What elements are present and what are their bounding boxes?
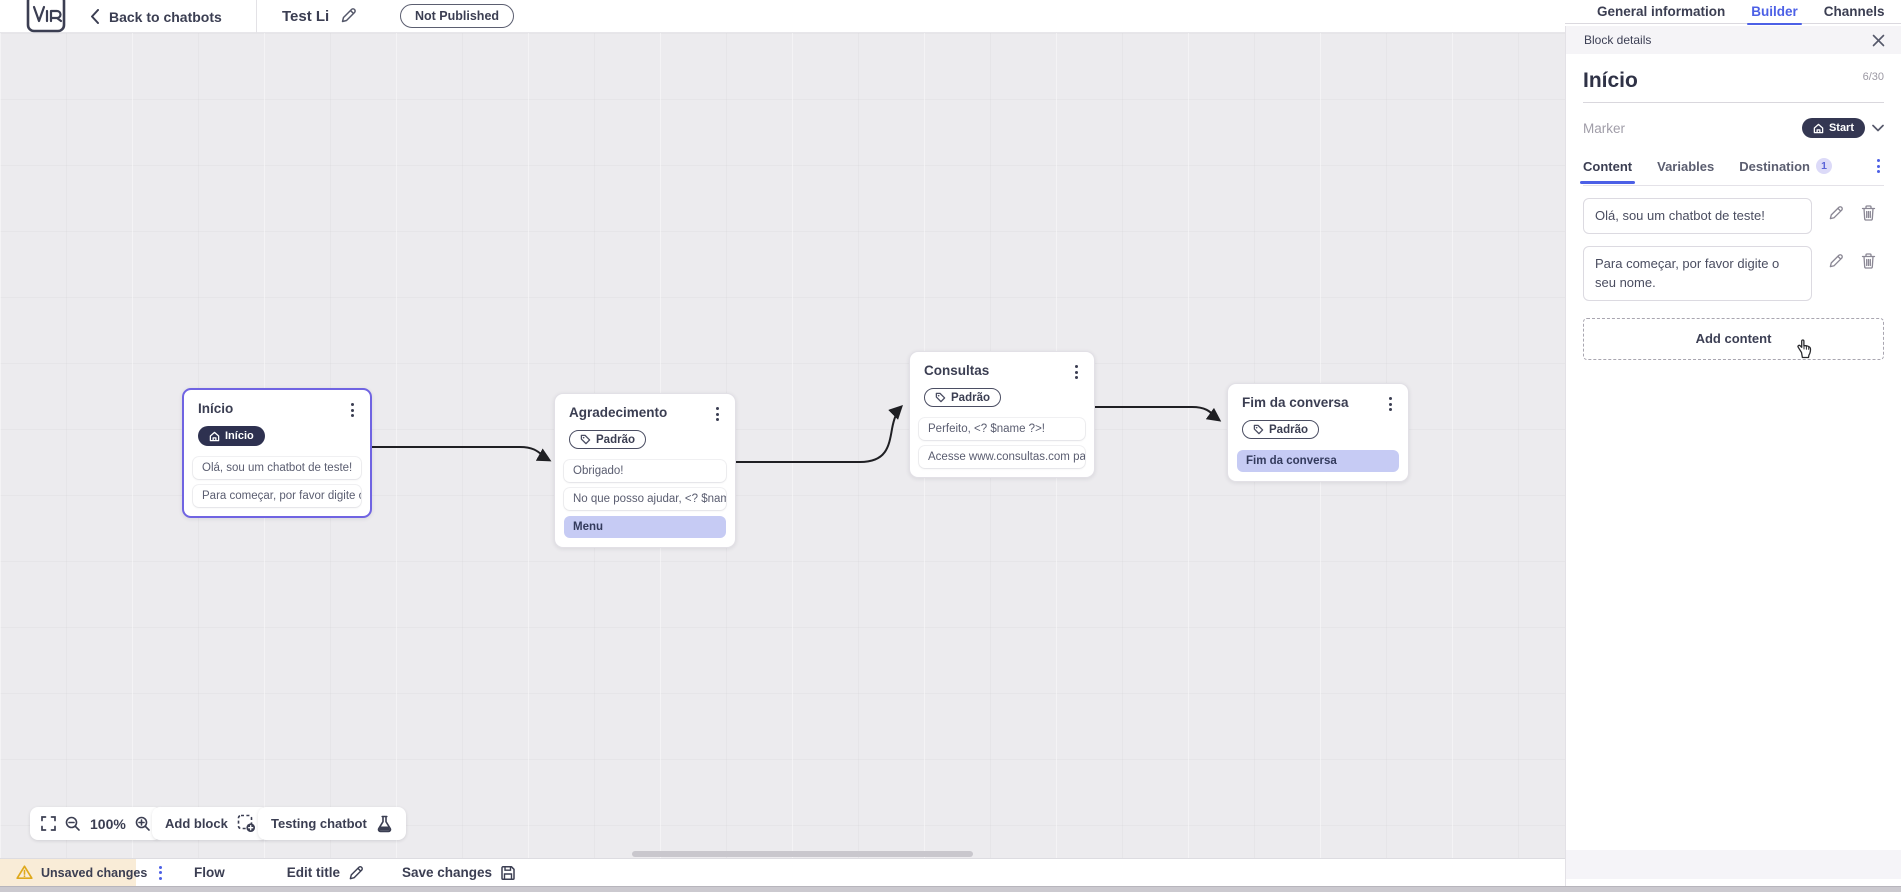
node-button[interactable]: Menu [564,516,726,538]
builder-section-tabs: General information Builder Channels [1565,0,1901,26]
flow-node-agradecimento[interactable]: Agradecimento Padrão Obrigado! No que po… [554,393,736,548]
flow-node-inicio[interactable]: Início Início Olá, sou um chatbot de tes… [182,388,372,518]
padrao-marker-badge: Padrão [1242,420,1319,439]
node-button[interactable]: Fim da conversa [1237,450,1399,472]
chevron-down-icon[interactable] [1872,124,1884,132]
tab-flow[interactable]: Flow [158,865,251,888]
publish-status-badge: Not Published [400,4,515,28]
tab-content[interactable]: Content [1579,158,1636,184]
add-block-button[interactable]: Add block [152,807,269,840]
back-chevron-icon [90,9,99,24]
tag-icon [1253,424,1264,435]
app-logo-icon[interactable] [25,0,67,33]
flask-icon [376,815,393,833]
block-details-panel: Block details Início 6/30 Marker Start C… [1565,26,1901,886]
tab-general-information[interactable]: General information [1597,4,1726,19]
unsaved-changes-indicator: Unsaved changes [0,859,147,886]
home-icon [209,431,220,441]
node-title: Fim da conversa [1242,395,1349,410]
marker-start-badge[interactable]: Start [1801,118,1865,138]
tag-icon [935,392,946,403]
panel-menu-icon[interactable] [1873,157,1884,175]
zoom-level: 100% [90,815,126,832]
tag-icon [580,434,591,445]
zoom-out-icon[interactable] [65,816,81,832]
destination-count-badge: 1 [1816,158,1833,174]
node-message[interactable]: Para começar, por favor digite o ... [193,484,361,507]
edit-content-icon[interactable] [1828,253,1844,269]
flow-node-fim-da-conversa[interactable]: Fim da conversa Padrão Fim da conversa [1227,383,1409,482]
tab-builder[interactable]: Builder [1747,4,1802,25]
padrao-marker-badge: Padrão [569,430,646,449]
edit-title-button[interactable]: Edit title [287,865,364,881]
flow-canvas[interactable]: Início Início Olá, sou um chatbot de tes… [0,33,1565,858]
fit-view-icon[interactable] [41,816,56,831]
connectors [372,405,1222,463]
padrao-marker-badge: Padrão [924,388,1001,407]
node-message[interactable]: Obrigado! [564,460,726,482]
char-counter: 6/30 [1862,71,1884,83]
block-name-input[interactable]: Início [1583,69,1638,92]
tab-destination[interactable]: Destination 1 [1739,158,1833,174]
content-text[interactable]: Para começar, por favor digite o seu nom… [1583,245,1812,301]
bottombar: Unsaved changes Flow Edit title Save cha… [0,858,1565,888]
content-item-row: Olá, sou um chatbot de teste! [1583,198,1884,234]
edit-content-icon[interactable] [1828,205,1844,221]
pencil-icon [348,865,364,881]
edit-title-icon[interactable] [340,7,357,24]
node-title: Início [198,401,234,416]
node-menu-icon[interactable] [347,401,358,419]
window-bottom-strip [0,886,1901,892]
chatbot-title[interactable]: Test Li [282,8,330,25]
zoom-controls: 100% [30,807,162,840]
node-menu-icon[interactable] [1071,363,1082,381]
node-message[interactable]: Acesse www.consultas.com par... [919,446,1085,468]
panel-title: Block details [1584,33,1652,47]
delete-content-icon[interactable] [1861,205,1876,221]
back-to-chatbots-button[interactable]: Back to chatbots [90,0,222,33]
marker-label: Marker [1583,120,1626,136]
horizontal-scrollbar[interactable] [632,851,973,857]
content-item-row: Para começar, por favor digite o seu nom… [1583,245,1884,301]
topbar-divider [256,0,257,33]
delete-content-icon[interactable] [1861,252,1876,269]
node-menu-icon[interactable] [712,405,723,423]
start-marker-badge: Início [198,426,265,446]
add-block-icon [237,814,256,833]
save-icon [500,865,516,881]
home-icon [1813,123,1824,133]
close-icon[interactable] [1872,34,1885,47]
warning-icon [16,865,33,880]
flow-node-consultas[interactable]: Consultas Padrão Perfeito, <? $name ?>! … [909,351,1095,478]
bottombar-menu-icon[interactable] [155,864,166,882]
zoom-in-icon[interactable] [135,816,151,832]
save-changes-button[interactable]: Save changes [402,865,516,881]
panel-footer-shade [1566,850,1901,879]
node-message[interactable]: Olá, sou um chatbot de teste! [193,456,361,479]
topbar: Back to chatbots Test Li Not Published [0,0,1565,33]
back-label: Back to chatbots [109,8,222,25]
content-text[interactable]: Olá, sou um chatbot de teste! [1583,198,1812,234]
add-content-button[interactable]: Add content [1583,317,1884,360]
node-title: Consultas [924,363,990,378]
node-title: Agradecimento [569,405,668,420]
node-menu-icon[interactable] [1385,395,1396,413]
tab-variables[interactable]: Variables [1657,158,1715,174]
node-message[interactable]: No que posso ajudar, <? $name ... [564,488,726,510]
testing-chatbot-button[interactable]: Testing chatbot [258,807,406,840]
tab-channels[interactable]: Channels [1823,4,1885,19]
node-message[interactable]: Perfeito, <? $name ?>! [919,418,1085,440]
